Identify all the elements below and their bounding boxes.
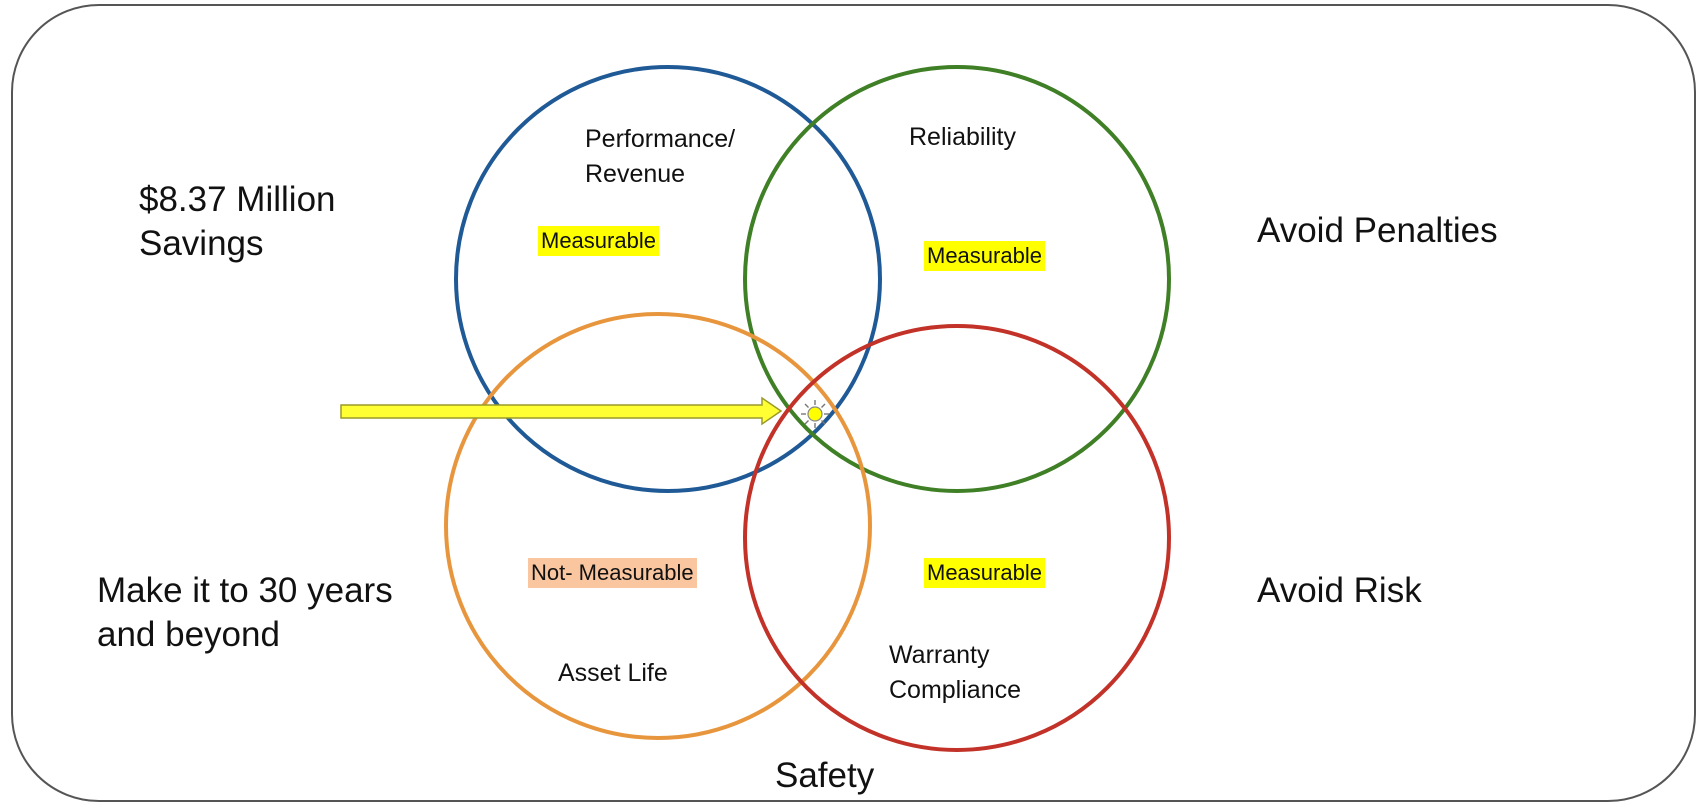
savings-note: $8.37 Million Savings: [139, 178, 336, 266]
safety-label: Safety: [775, 756, 875, 795]
reliability-measurable-badge: Measurable: [924, 241, 1045, 271]
asset-life-not-measurable-badge: Not- Measurable: [528, 558, 697, 588]
performance-label-line1: Performance/: [585, 125, 736, 153]
diagram-frame: [11, 4, 1696, 802]
performance-label-line2: Revenue: [585, 160, 686, 188]
lifespan-note-line1: Make it to 30 years: [97, 571, 393, 610]
warranty-label: Warranty Compliance: [889, 638, 1021, 708]
avoid-risk-note: Avoid Risk: [1257, 571, 1422, 610]
right-arrow-icon: [340, 396, 783, 426]
warranty-label-line1: Warranty: [889, 641, 990, 669]
reliability-circle: [743, 65, 1171, 493]
performance-label: Performance/ Revenue: [585, 122, 735, 192]
warranty-measurable-badge: Measurable: [924, 558, 1045, 588]
warranty-label-line2: Compliance: [889, 676, 1022, 704]
reliability-label: Reliability: [909, 123, 1016, 151]
asset-life-label: Asset Life: [558, 659, 668, 687]
savings-note-line1: $8.37 Million: [139, 180, 336, 219]
sun-icon: [801, 400, 829, 428]
warranty-circle: [743, 324, 1171, 752]
lifespan-note-line2: and beyond: [97, 615, 280, 654]
lifespan-note: Make it to 30 years and beyond: [97, 569, 393, 657]
performance-circle: [454, 65, 882, 493]
avoid-penalties-note: Avoid Penalties: [1257, 211, 1498, 250]
savings-note-line2: Savings: [139, 224, 264, 263]
asset-life-circle: [444, 312, 872, 740]
performance-measurable-badge: Measurable: [538, 226, 659, 256]
